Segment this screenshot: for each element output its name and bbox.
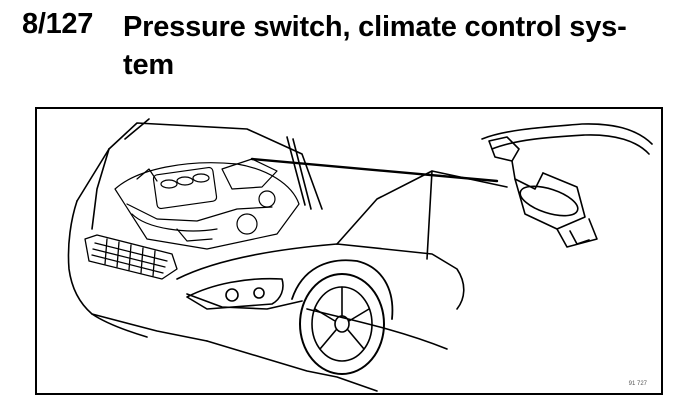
illustration-frame: 91 727 bbox=[35, 107, 663, 395]
headlight bbox=[186, 277, 284, 310]
front-grille bbox=[84, 234, 178, 280]
front-wheel bbox=[291, 259, 394, 375]
pressure-switch-detail bbox=[481, 123, 653, 248]
car-illustration bbox=[67, 118, 653, 392]
figure-id: 91 727 bbox=[628, 381, 647, 387]
leader-line bbox=[250, 157, 499, 183]
section-title: Pressure switch, climate control sys-tem bbox=[123, 11, 627, 81]
section-number: 8/127 bbox=[22, 8, 94, 40]
engine-bay bbox=[114, 158, 300, 250]
open-hood bbox=[108, 118, 323, 210]
section-heading: 8/127 Pressure switch, climate control s… bbox=[22, 8, 672, 81]
car-body bbox=[67, 148, 508, 392]
